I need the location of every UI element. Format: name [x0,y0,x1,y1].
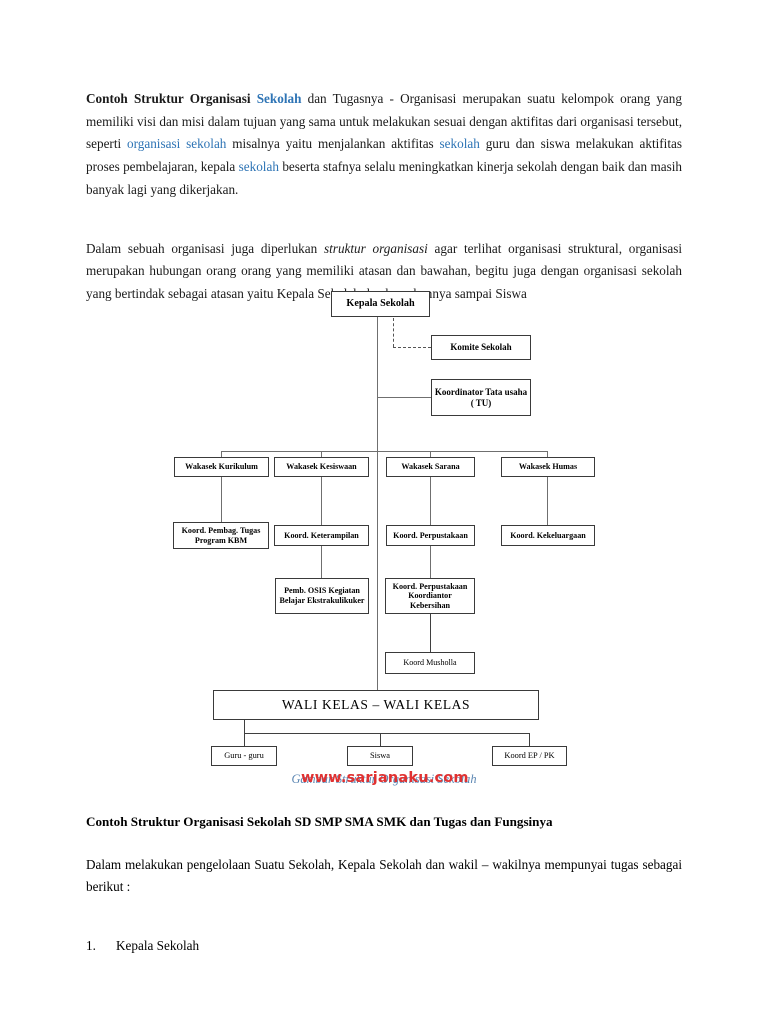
lower-section: Contoh Struktur Organisasi Sekolah SD SM… [86,812,682,957]
paragraph1-seg-4: misalnya yaitu menjalankan aktifitas [226,136,440,152]
drop-siswa [380,733,382,747]
list-item: 1. Kepala Sekolah [86,935,682,957]
wakasek-distribution-bar [221,451,548,453]
paragraph-pengelolaan: Dalam melakukan pengelolaan Suatu Sekola… [86,856,682,895]
node-koord-keterampilan[interactable]: Koord. Keterampilan [274,525,369,546]
node-wakasek-kurikulum[interactable]: Wakasek Kurikulum [174,457,269,477]
node-koord-perpustakaan[interactable]: Koord. Perpustakaan [386,525,475,546]
drop-guru [244,733,246,747]
node-komite-sekolah[interactable]: Komite Sekolah [431,335,531,360]
node-koord-ep-pk[interactable]: Koord EP / PK [492,746,567,766]
drop-koord-ep-pk [529,733,531,747]
node-wali-kelas[interactable]: WALI KELAS – WALI KELAS [213,690,539,720]
article-body: Contoh Struktur Organisasi Sekolah dan T… [86,88,682,306]
paragraph1-seg-0: Contoh Struktur Organisasi [86,91,257,106]
paragraph2-seg-0: Dalam sebuah organisasi juga diperlukan [86,240,325,256]
node-pemb-osis[interactable]: Pemb. OSIS Kegiatan Belajar Ekstrakuliku… [275,578,369,614]
watermark-text: www.sarjanaku.com [301,770,469,786]
link-sarana-to-koord [430,477,432,526]
bottom-distribution-bar [244,733,530,735]
node-kepala-sekolah[interactable]: Kepala Sekolah [331,291,430,317]
node-koord-kekeluargaan[interactable]: Koord. Kekeluargaan [501,525,595,546]
paragraph1-seg-2: dan Tugasnya - Organisasi merupakan suat… [86,91,682,152]
paragraph1-seg-1: Sekolah [256,91,302,106]
list-item-number: 1. [86,938,96,954]
subheading-spacer [86,832,682,854]
dashed-connector-horizontal [393,347,431,348]
paragraph2-seg-2: agar terlihat organisasi struktural, org… [86,240,683,301]
link-humas-to-koord [547,477,549,526]
list-spacer [86,899,682,935]
node-koord-musholla[interactable]: Koord Musholla [385,652,475,674]
paragraph1-seg-6: guru dan siswa melakukan aktifitas prose… [86,136,682,175]
node-guru-guru[interactable]: Guru - guru [211,746,277,766]
node-koord-pembag-tugas[interactable]: Koord. Pembag. Tugas Program KBM [173,522,269,549]
node-wakasek-sarana[interactable]: Wakasek Sarana [386,457,475,477]
node-wakasek-kesiswaan[interactable]: Wakasek Kesiswaan [274,457,369,477]
link-kesiswaan-to-koord [321,477,323,526]
connector-to-tu [377,397,431,399]
drop-from-wali-left [244,720,246,734]
link-kebersihan-to-musholla [430,614,432,663]
paragraph1-seg-5[interactable]: sekolah [439,136,480,152]
org-chart-diagram: Kepala Sekolah Komite Sekolah Koordinato… [0,285,768,790]
node-koordinator-tu[interactable]: Koordinator Tata usaha ( TU) [431,379,531,416]
figure-caption: Gambar Struktur Organisasi Sekolah [291,772,477,786]
link-keterampilan-to-osis [321,546,323,580]
spine-main [377,313,379,698]
link-kurikulum-to-koord [221,477,223,526]
link-perpustakaan-to-kebersihan [430,546,432,580]
paragraph1-seg-3[interactable]: organisasi sekolah [127,136,227,152]
paragraph1-seg-8: beserta stafnya selalu meningkatkan kine… [86,159,682,197]
paragraph2-seg-1: struktur organisasi [324,240,428,256]
node-koord-perpus-kebersihan[interactable]: Koord. Perpustakaan Koordiantor Kebersih… [385,578,475,614]
node-wakasek-humas[interactable]: Wakasek Humas [501,457,595,477]
dashed-connector-vertical [393,318,394,347]
paragraph-intro: Contoh Struktur Organisasi Sekolah dan T… [86,88,682,202]
node-siswa[interactable]: Siswa [347,746,413,766]
list-item-label: Kepala Sekolah [116,938,200,954]
paragraph-struktur: Dalam sebuah organisasi juga diperlukan … [86,238,682,306]
paragraph1-seg-7[interactable]: sekolah [238,159,279,175]
paragraph-spacer [86,202,682,238]
section-subheading: Contoh Struktur Organisasi Sekolah SD SM… [86,814,553,829]
